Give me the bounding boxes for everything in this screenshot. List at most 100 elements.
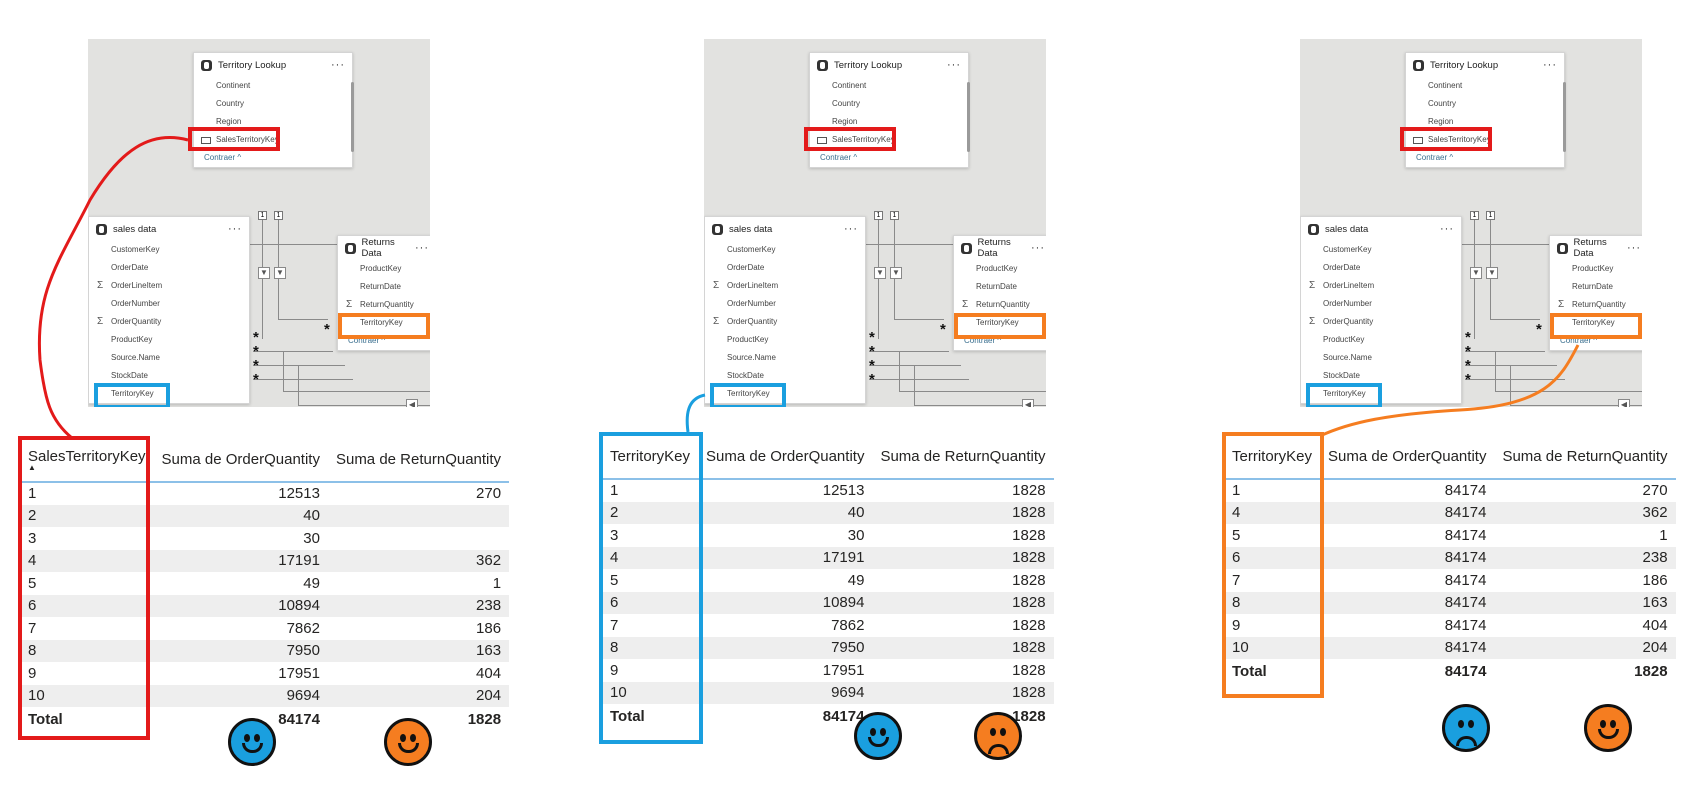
- field-region[interactable]: Region: [194, 113, 352, 131]
- field-returndate[interactable]: ReturnDate: [954, 278, 1046, 296]
- field-stockdate[interactable]: StockDate: [705, 367, 865, 385]
- field-salesterritorykey[interactable]: SalesTerritoryKey: [194, 131, 352, 149]
- field-ordernumber[interactable]: OrderNumber: [89, 295, 249, 313]
- field-returndate[interactable]: ReturnDate: [1550, 278, 1642, 296]
- scrollbar[interactable]: [351, 82, 354, 152]
- scrollbar[interactable]: [1563, 82, 1566, 152]
- collapse-link[interactable]: Contraer ^: [204, 153, 242, 162]
- collapse-link[interactable]: Contraer ^: [348, 336, 386, 345]
- field-ordernumber[interactable]: OrderNumber: [705, 295, 865, 313]
- more-options-icon[interactable]: ···: [1543, 59, 1557, 71]
- field-orderdate[interactable]: OrderDate: [705, 259, 865, 277]
- column-header[interactable]: TerritoryKey: [602, 435, 699, 480]
- column-header[interactable]: Suma de ReturnQuantity: [1494, 435, 1676, 480]
- column-header[interactable]: Suma de OrderQuantity: [698, 435, 873, 480]
- field-territorykey[interactable]: TerritoryKey: [1550, 314, 1642, 332]
- field-region[interactable]: Region: [810, 113, 968, 131]
- field-country[interactable]: Country: [194, 95, 352, 113]
- column-header[interactable]: TerritoryKey: [1224, 435, 1321, 480]
- field-source-name[interactable]: Source.Name: [705, 349, 865, 367]
- more-options-icon[interactable]: ···: [1440, 223, 1454, 235]
- column-header[interactable]: SalesTerritoryKey▲: [20, 438, 154, 483]
- column-header[interactable]: Suma de ReturnQuantity: [872, 435, 1054, 480]
- field-salesterritorykey[interactable]: SalesTerritoryKey: [810, 131, 968, 149]
- field-territorykey[interactable]: TerritoryKey: [338, 314, 430, 332]
- field-continent[interactable]: Continent: [1406, 77, 1564, 95]
- field-productkey[interactable]: ProductKey: [89, 331, 249, 349]
- collapse-link[interactable]: Contraer ^: [964, 336, 1002, 345]
- field-continent[interactable]: Continent: [194, 77, 352, 95]
- collapse-link[interactable]: Contraer ^: [820, 153, 858, 162]
- field-source-name[interactable]: Source.Name: [1301, 349, 1461, 367]
- field-productkey[interactable]: ProductKey: [338, 260, 430, 278]
- more-options-icon[interactable]: ···: [228, 223, 242, 235]
- sort-ascending-icon[interactable]: ▲: [28, 463, 36, 472]
- field-orderdate[interactable]: OrderDate: [1301, 259, 1461, 277]
- scrollbar[interactable]: [967, 82, 970, 152]
- field-productkey[interactable]: ProductKey: [1301, 331, 1461, 349]
- model-view-canvas[interactable]: 11******◀◀▼▼Territory Lookup···Continent…: [704, 39, 1046, 407]
- collapse-link[interactable]: Contraer ^: [1560, 336, 1598, 345]
- field-orderdate[interactable]: OrderDate: [89, 259, 249, 277]
- field-source-name[interactable]: Source.Name: [89, 349, 249, 367]
- field-territorykey[interactable]: TerritoryKey: [954, 314, 1046, 332]
- field-country[interactable]: Country: [810, 95, 968, 113]
- field-productkey[interactable]: ProductKey: [1550, 260, 1642, 278]
- field-territorykey[interactable]: TerritoryKey: [705, 385, 865, 403]
- field-productkey[interactable]: ProductKey: [954, 260, 1046, 278]
- column-header[interactable]: Suma de ReturnQuantity: [327, 438, 510, 483]
- more-options-icon[interactable]: ···: [1627, 242, 1641, 254]
- column-header[interactable]: Suma de OrderQuantity: [1320, 435, 1495, 480]
- field-customerkey[interactable]: CustomerKey: [705, 241, 865, 259]
- field-continent[interactable]: Continent: [810, 77, 968, 95]
- field-stockdate[interactable]: StockDate: [1301, 367, 1461, 385]
- field-customerkey[interactable]: CustomerKey: [89, 241, 249, 259]
- field-ordernumber[interactable]: OrderNumber: [1301, 295, 1461, 313]
- field-territorykey[interactable]: TerritoryKey: [1301, 385, 1461, 403]
- model-view-canvas[interactable]: 11******◀◀▼▼Territory Lookup···Continent…: [1300, 39, 1642, 407]
- field-region[interactable]: Region: [1406, 113, 1564, 131]
- more-options-icon[interactable]: ···: [1031, 242, 1045, 254]
- more-options-icon[interactable]: ···: [844, 223, 858, 235]
- field-country[interactable]: Country: [1406, 95, 1564, 113]
- more-options-icon[interactable]: ···: [415, 242, 429, 254]
- field-stockdate[interactable]: StockDate: [89, 367, 249, 385]
- field-productkey[interactable]: ProductKey: [705, 331, 865, 349]
